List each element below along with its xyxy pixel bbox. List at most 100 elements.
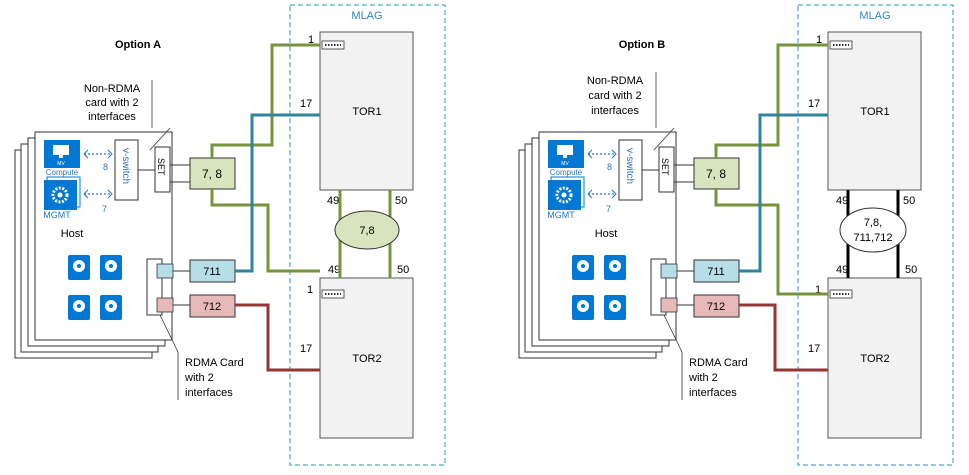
compute-label: Compute	[46, 168, 79, 177]
vlan-box-711-label: 711	[203, 266, 221, 278]
vnic-arrow	[83, 189, 113, 199]
tor2-port-50: 50	[397, 264, 409, 276]
rdma-port-2	[156, 297, 174, 313]
port-icon	[829, 40, 853, 50]
disk-icon	[572, 295, 594, 320]
tor1-port-49: 49	[327, 195, 339, 207]
peer-link-label: 7,8	[359, 225, 374, 237]
tor1-port-50: 50	[395, 195, 407, 207]
rdma-label-line-2: with 2	[688, 372, 718, 384]
diagram-title: Option B	[619, 39, 665, 51]
tor1-port-1: 1	[308, 34, 314, 46]
svg-text:MV: MV	[57, 161, 65, 167]
link-red-tor2	[739, 303, 828, 372]
non-rdma-label-line-3: interfaces	[88, 111, 136, 123]
mgmt-label: MGMT	[547, 210, 575, 220]
rdma-label-line-3: interfaces	[185, 387, 233, 399]
rdma-label-line-1: RDMA Card	[689, 357, 748, 369]
disk-icon	[604, 295, 626, 320]
host-label: Host	[595, 228, 618, 240]
compute-vm-icon: MV	[44, 140, 80, 168]
host-label: Host	[61, 228, 84, 240]
non-rdma-label-line-2: card with 2	[85, 97, 138, 109]
vnic-arrow	[83, 149, 113, 159]
svg-text:MV: MV	[561, 161, 569, 167]
link-red-tor2	[235, 303, 320, 372]
vnic-arrow	[587, 189, 617, 199]
peer-link-label-line-2: 711,712	[854, 232, 893, 244]
vswitch-label: v-switch	[624, 148, 635, 184]
vlan-box-711-label: 711	[707, 266, 725, 278]
link-teal-tor1	[235, 113, 320, 273]
vlan-box-712-label: 712	[203, 301, 221, 313]
port-icon	[829, 289, 853, 299]
rdma-label-line-2: with 2	[184, 372, 214, 384]
peer-link-label-line-1: 7,8,	[864, 217, 882, 229]
tor1-port-17: 17	[808, 98, 820, 110]
non-rdma-label-line-1: Non-RDMA	[587, 75, 644, 87]
tor1-port-1: 1	[816, 34, 822, 46]
rdma-label-line-3: interfaces	[689, 387, 737, 399]
tor1-switch	[319, 31, 414, 191]
vlan-box-7-8-label: 7, 8	[706, 167, 726, 181]
non-rdma-label-line-1: Non-RDMA	[84, 83, 141, 95]
link-green-tor2	[714, 189, 828, 296]
vlan8-label: 8	[607, 162, 612, 172]
tor1-label: TOR1	[860, 106, 889, 118]
peer-link-ellipse	[334, 210, 400, 250]
tor2-port-1: 1	[815, 284, 821, 296]
tor2-port-49: 49	[836, 264, 848, 276]
set-label: SET	[660, 158, 670, 176]
disk-icon	[68, 255, 90, 280]
tor1-label: TOR1	[352, 106, 381, 118]
mlag-label: MLAG	[859, 10, 890, 22]
tor2-port-49: 49	[328, 264, 340, 276]
non-rdma-label-line-2: card with 2	[588, 90, 641, 102]
disk-icon	[604, 255, 626, 280]
link-green-tor2	[210, 189, 320, 273]
vnic-arrow	[587, 149, 617, 159]
tor1-port-17: 17	[300, 98, 312, 110]
tor2-label: TOR2	[352, 353, 381, 365]
link-green-tor1	[714, 43, 828, 158]
peer-link-ellipse	[839, 207, 907, 253]
diagram-title: Option A	[115, 39, 161, 51]
vlan7-label: 7	[102, 204, 107, 214]
link-green-tor1	[210, 43, 320, 158]
vlan-box-7-8-label: 7, 8	[202, 167, 222, 181]
mgmt-gear-icon	[548, 176, 585, 210]
mlag-label: MLAG	[351, 10, 382, 22]
tor2-port-17: 17	[300, 343, 312, 355]
disk-icon	[572, 255, 594, 280]
compute-label: Compute	[550, 168, 583, 177]
rdma-label-line-1: RDMA Card	[185, 357, 244, 369]
tor1-switch	[827, 31, 922, 191]
tor2-port-50: 50	[905, 264, 917, 276]
vlan8-label: 8	[103, 162, 108, 172]
rdma-port-1	[660, 263, 678, 279]
port-icon	[321, 289, 345, 299]
rdma-port-1	[156, 263, 174, 279]
diagram-option-b: MLAG Option B TOR1 1 17 49 50 TOR2 49 50…	[518, 4, 954, 466]
tor2-switch	[827, 277, 922, 439]
non-rdma-label-line-3: interfaces	[591, 105, 639, 117]
tor2-port-17: 17	[808, 343, 820, 355]
mlag-box	[289, 4, 446, 466]
tor1-port-50: 50	[903, 195, 915, 207]
tor1-port-49: 49	[836, 195, 848, 207]
mlag-box	[797, 4, 954, 466]
set-label: SET	[156, 158, 166, 176]
tor2-switch	[319, 277, 414, 439]
compute-vm-icon: MV	[548, 140, 584, 168]
link-teal-tor1	[739, 113, 828, 273]
vlan7-label: 7	[606, 204, 611, 214]
diagram-option-a: MLAG Option A TOR1 1 17 49 50 TOR2 49 50…	[14, 4, 446, 466]
tor2-label: TOR2	[860, 353, 889, 365]
tor2-port-1: 1	[307, 284, 313, 296]
disk-icon	[100, 255, 122, 280]
vswitch-label: v-switch	[120, 148, 131, 184]
rdma-port-2	[660, 297, 678, 313]
disk-icon	[100, 295, 122, 320]
disk-icon	[68, 295, 90, 320]
